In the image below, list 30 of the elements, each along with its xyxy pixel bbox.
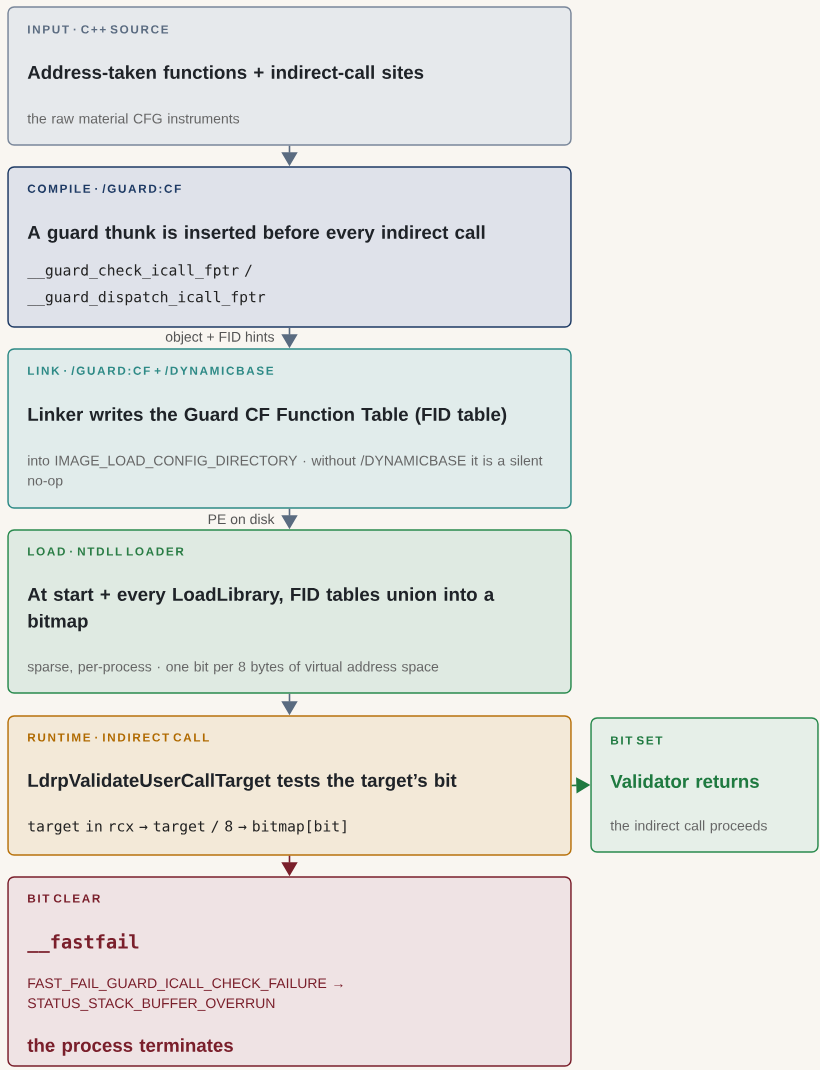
stage-title: the process terminates — [27, 1038, 233, 1056]
edge-label: object + FID hints — [163, 330, 276, 346]
stage-label: COMPILE · /GUARD:CF — [27, 184, 181, 193]
stage-title: A guard thunk is inserted before every indirect call — [27, 225, 485, 243]
stage-note: the raw material CFG instruments — [27, 113, 240, 124]
stage-title: Validator returns — [610, 774, 759, 788]
stage-note: FAST_FAIL_GUARD_ICALL_CHECK_FAILURE → STATUS_STACK_BUFFER_OVERRUN — [27, 978, 343, 1011]
stage-label: BIT CLEAR — [28, 894, 101, 903]
stage-title: LdrpValidateUserCallTarget tests the target’s bit — [28, 773, 457, 791]
stage-note: sparse, per-process · one bit per 8 bytes of virtual address space — [27, 661, 439, 675]
stage-box — [7, 166, 572, 328]
stage-box — [7, 6, 572, 146]
stage-box — [7, 715, 572, 856]
stage-title: Linker writes the Guard CF Function Table (FID table) — [28, 407, 507, 425]
stage-note: into IMAGE_LOAD_CONFIG_DIRECTORY · without /DYNAMICBASE it is a silent no-op — [28, 455, 543, 489]
stage-label: BIT SET — [611, 736, 663, 745]
code-title: __fastfail — [27, 933, 139, 953]
stage-label: LINK · /GUARD:CF + /DYNAMICBASE — [28, 366, 274, 375]
stage-box — [7, 348, 572, 509]
code-text: target in rcx → target / 8 → bitmap[bit] — [28, 820, 346, 835]
stage-box — [7, 529, 572, 694]
stage-label: INPUT · C++ SOURCE — [28, 25, 169, 34]
stage-title: Address-taken functions + indirect-call sites — [27, 65, 424, 79]
outcome-box — [7, 876, 572, 1067]
outcome-box — [590, 717, 819, 853]
stage-label: LOAD · NTDLL LOADER — [28, 547, 184, 556]
stage-label: RUNTIME · INDIRECT CALL — [28, 733, 209, 742]
stage-note: the indirect call proceeds — [610, 820, 767, 834]
code-text: __guard_check_icall_fptr / __guard_dispatch_icall_fptr — [27, 264, 266, 306]
stage-title: At start + every LoadLibrary, FID tables union into a bitmap — [27, 587, 495, 632]
